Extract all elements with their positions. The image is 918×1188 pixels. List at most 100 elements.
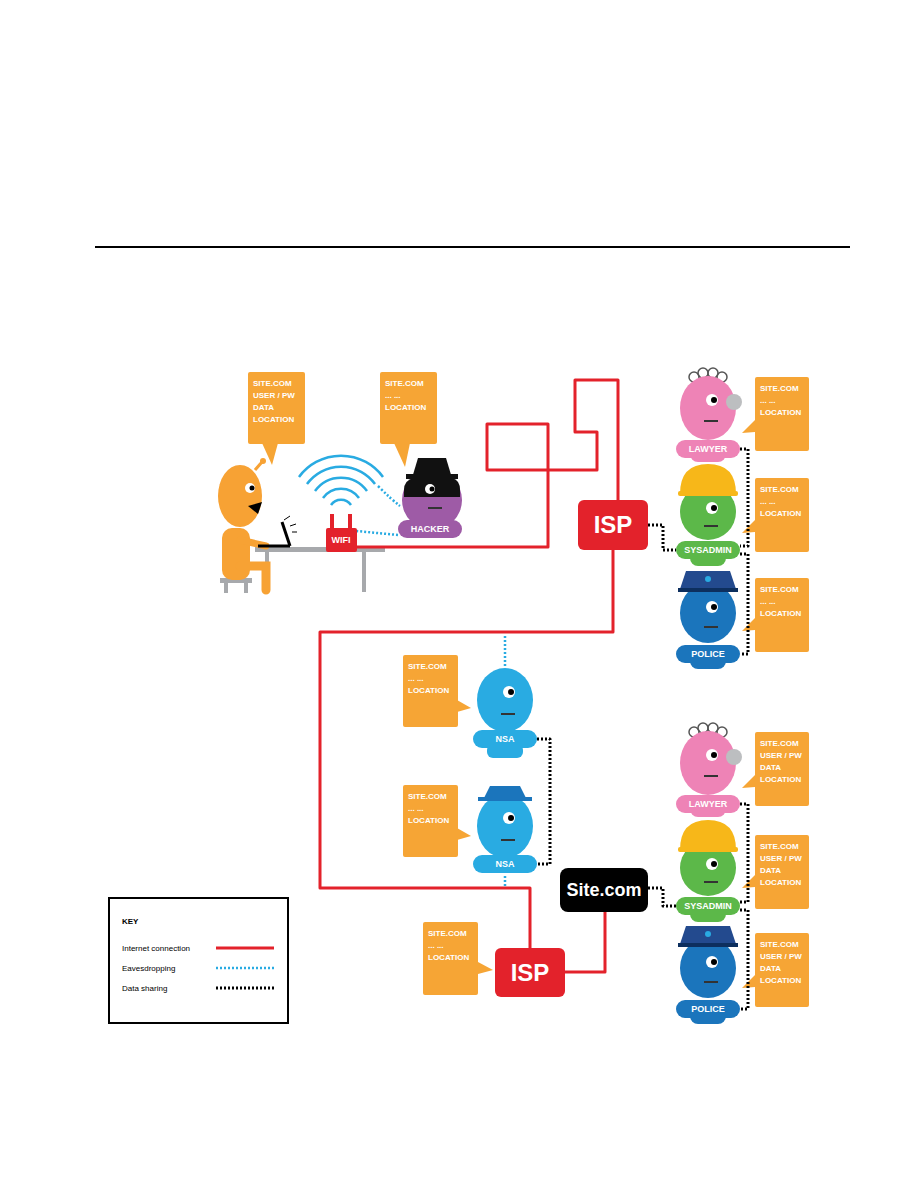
node-label: ISP bbox=[511, 959, 550, 987]
eavesdropping-line bbox=[357, 531, 399, 535]
wifi-waves bbox=[299, 456, 383, 528]
wifi-router: WIFI bbox=[326, 528, 357, 552]
bubble-text: SITE.COM ... ... LOCATION bbox=[408, 791, 453, 827]
eavesdrop-line bbox=[504, 635, 507, 886]
data-sharing-line bbox=[740, 554, 748, 654]
bubble-text: SITE.COM ... ... LOCATION bbox=[760, 383, 804, 419]
bubble-text: SITE.COM ... ... LOCATION bbox=[760, 584, 804, 620]
nsa-figure bbox=[477, 794, 533, 858]
speech-bubble: SITE.COM ... ... LOCATION bbox=[755, 478, 809, 552]
speech-bubble: SITE.COM USER / PW DATA LOCATION bbox=[755, 732, 809, 806]
legend-text: Eavesdropping bbox=[122, 964, 175, 973]
user-figure bbox=[260, 458, 266, 464]
user-figure bbox=[284, 516, 297, 532]
hacker-figure bbox=[430, 487, 435, 492]
wifi-waves bbox=[331, 500, 351, 505]
hacker-figure bbox=[406, 474, 458, 479]
eavesdrop-line bbox=[504, 876, 507, 886]
node-label: POLICE bbox=[691, 1003, 725, 1015]
speech-bubble: SITE.COM ... ... LOCATION bbox=[755, 578, 809, 652]
speech-bubble-tail bbox=[262, 443, 278, 465]
speech-bubble: SITE.COM ... ... LOCATION bbox=[755, 377, 809, 451]
user-figure bbox=[250, 486, 255, 491]
legend-box: KEYInternet connectionEavesdroppingData … bbox=[108, 897, 289, 1024]
data-sharing-line bbox=[648, 525, 676, 550]
role-label: LAWYER bbox=[676, 440, 740, 458]
user-figure bbox=[362, 552, 366, 592]
user-figure bbox=[244, 583, 248, 593]
wifi-waves bbox=[307, 467, 375, 484]
internet-connection bbox=[565, 912, 605, 972]
bubble-text: SITE.COM ... ... LOCATION bbox=[385, 378, 432, 414]
bubble-text: SITE.COM ... ... LOCATION bbox=[408, 661, 453, 697]
role-label: HACKER bbox=[398, 520, 462, 538]
user-figure bbox=[248, 502, 262, 514]
legend-line bbox=[216, 967, 274, 970]
data-sharing-line bbox=[740, 910, 748, 1009]
node-label: WIFI bbox=[332, 534, 351, 547]
legend-text: Data sharing bbox=[122, 984, 167, 993]
data-sharing-line bbox=[537, 739, 550, 864]
node-label: LAWYER bbox=[689, 443, 728, 455]
user-figure bbox=[224, 583, 228, 593]
node-label: LAWYER bbox=[689, 798, 728, 810]
speech-bubble: SITE.COM USER / PW DATA LOCATION bbox=[248, 372, 305, 444]
role-label: NSA bbox=[473, 730, 537, 748]
role-label: POLICE bbox=[676, 645, 740, 663]
bubble-text: SITE.COM USER / PW DATA LOCATION bbox=[760, 738, 804, 786]
role-label: POLICE bbox=[676, 1000, 740, 1018]
nsa-figure bbox=[477, 668, 533, 732]
node-label: NSA bbox=[495, 733, 514, 745]
role-label: SYSADMIN bbox=[676, 541, 740, 559]
legend-row: Data sharing bbox=[122, 978, 275, 998]
hacker-figure bbox=[428, 507, 442, 509]
speech-bubble: SITE.COM ... ... LOCATION bbox=[380, 372, 437, 444]
data-sharing-line bbox=[648, 888, 676, 906]
wifi-waves bbox=[323, 489, 359, 498]
bubble-text: SITE.COM USER / PW DATA LOCATION bbox=[760, 939, 804, 987]
role-label: LAWYER bbox=[676, 795, 740, 813]
legend-sample bbox=[215, 964, 275, 972]
sysadmin-figure bbox=[678, 464, 738, 566]
data-sharing-line bbox=[740, 804, 748, 902]
data-sharing-line bbox=[740, 449, 748, 546]
speech-bubble: SITE.COM ... ... LOCATION bbox=[403, 785, 458, 857]
legend-line bbox=[216, 987, 274, 990]
hacker-figure bbox=[404, 478, 460, 497]
nsa-figure bbox=[477, 786, 533, 858]
legend-sample bbox=[215, 984, 275, 992]
role-label: SYSADMIN bbox=[676, 897, 740, 915]
speech-bubble-tail bbox=[457, 700, 471, 712]
speech-bubble-tail bbox=[742, 775, 755, 788]
user-figure bbox=[222, 528, 250, 580]
eavesdrop-line bbox=[378, 486, 400, 506]
node-label: SYSADMIN bbox=[684, 900, 732, 912]
speech-bubble-tail bbox=[262, 420, 755, 988]
speech-bubble-tail bbox=[742, 420, 755, 433]
isp-box: ISP bbox=[578, 500, 648, 550]
eavesdrop-line bbox=[504, 635, 507, 666]
user-figure bbox=[255, 462, 262, 470]
user-figure bbox=[218, 458, 385, 593]
wifi-waves bbox=[315, 478, 367, 491]
legend-line bbox=[216, 947, 274, 950]
user-figure bbox=[218, 465, 262, 527]
bubble-text: SITE.COM USER / PW DATA LOCATION bbox=[760, 841, 804, 889]
user-figure bbox=[245, 483, 255, 493]
legend-sample bbox=[215, 944, 275, 952]
wifi-waves bbox=[348, 514, 352, 528]
node-label: Site.com bbox=[566, 879, 641, 901]
speech-bubble: SITE.COM USER / PW DATA LOCATION bbox=[755, 835, 809, 909]
speech-bubble-tail bbox=[394, 443, 410, 467]
website-box: Site.com bbox=[560, 868, 648, 912]
speech-bubble: SITE.COM ... ... LOCATION bbox=[403, 655, 458, 727]
speech-bubble-tail bbox=[457, 828, 471, 840]
top-rule bbox=[95, 246, 850, 248]
role-label: NSA bbox=[473, 855, 537, 873]
speech-bubble-tail bbox=[478, 962, 493, 974]
node-label: POLICE bbox=[691, 648, 725, 660]
node-label: HACKER bbox=[411, 523, 450, 535]
legend-row: Internet connection bbox=[122, 938, 275, 958]
wifi-waves bbox=[299, 456, 383, 477]
